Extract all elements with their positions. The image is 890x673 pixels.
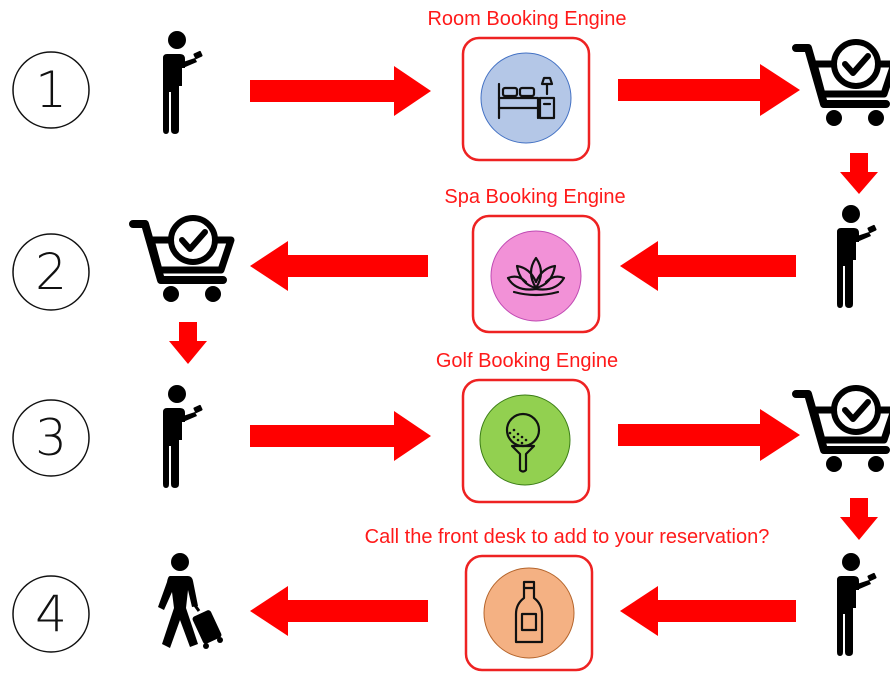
arrow-right-1b bbox=[618, 64, 800, 116]
arrow-right-1a bbox=[250, 66, 431, 116]
person-with-phone-icon bbox=[837, 205, 877, 308]
shopping-cart-check-icon bbox=[133, 218, 231, 302]
step-1-badge: 1 bbox=[12, 51, 90, 129]
step-1-number: 1 bbox=[35, 61, 67, 119]
arrow-down-3 bbox=[840, 498, 878, 540]
arrow-right-3a bbox=[250, 411, 431, 461]
step-4-badge: 4 bbox=[12, 575, 90, 653]
step-2-engine-label: Spa Booking Engine bbox=[444, 186, 625, 208]
step-4-number: 4 bbox=[35, 585, 67, 643]
bed-icon bbox=[497, 76, 556, 120]
arrow-left-4b bbox=[250, 586, 428, 636]
golf-booking-engine[interactable] bbox=[461, 378, 591, 504]
arrow-left-4a bbox=[620, 586, 796, 636]
person-with-phone-icon bbox=[837, 553, 877, 656]
arrow-right-3b bbox=[618, 409, 800, 461]
arrow-down-1 bbox=[840, 153, 878, 194]
step-3-number: 3 bbox=[35, 409, 67, 467]
arrow-left-2b bbox=[250, 241, 428, 291]
room-booking-engine[interactable] bbox=[461, 36, 591, 162]
golf-ball-icon bbox=[505, 412, 541, 473]
arrow-down-2 bbox=[169, 322, 207, 364]
arrow-left-2a bbox=[620, 241, 796, 291]
spa-booking-engine[interactable] bbox=[471, 214, 601, 334]
person-with-phone-icon bbox=[163, 385, 203, 488]
step-1-engine-label: Room Booking Engine bbox=[427, 8, 626, 30]
step-2-icon-circle bbox=[490, 230, 582, 322]
step-4-engine-label: Call the front desk to add to your reser… bbox=[365, 526, 770, 548]
lotus-icon bbox=[506, 256, 566, 297]
traveler-with-suitcase-icon bbox=[156, 551, 225, 651]
person-with-phone-icon bbox=[163, 31, 203, 134]
step-2-badge: 2 bbox=[12, 233, 90, 311]
front-desk-add-on[interactable] bbox=[464, 554, 594, 672]
wine-bottle-icon bbox=[514, 580, 544, 644]
step-3-engine-label: Golf Booking Engine bbox=[436, 350, 618, 372]
shopping-cart-check-icon bbox=[796, 42, 890, 126]
shopping-cart-check-icon bbox=[796, 388, 890, 472]
step-2-number: 2 bbox=[35, 243, 67, 301]
step-3-badge: 3 bbox=[12, 399, 90, 477]
